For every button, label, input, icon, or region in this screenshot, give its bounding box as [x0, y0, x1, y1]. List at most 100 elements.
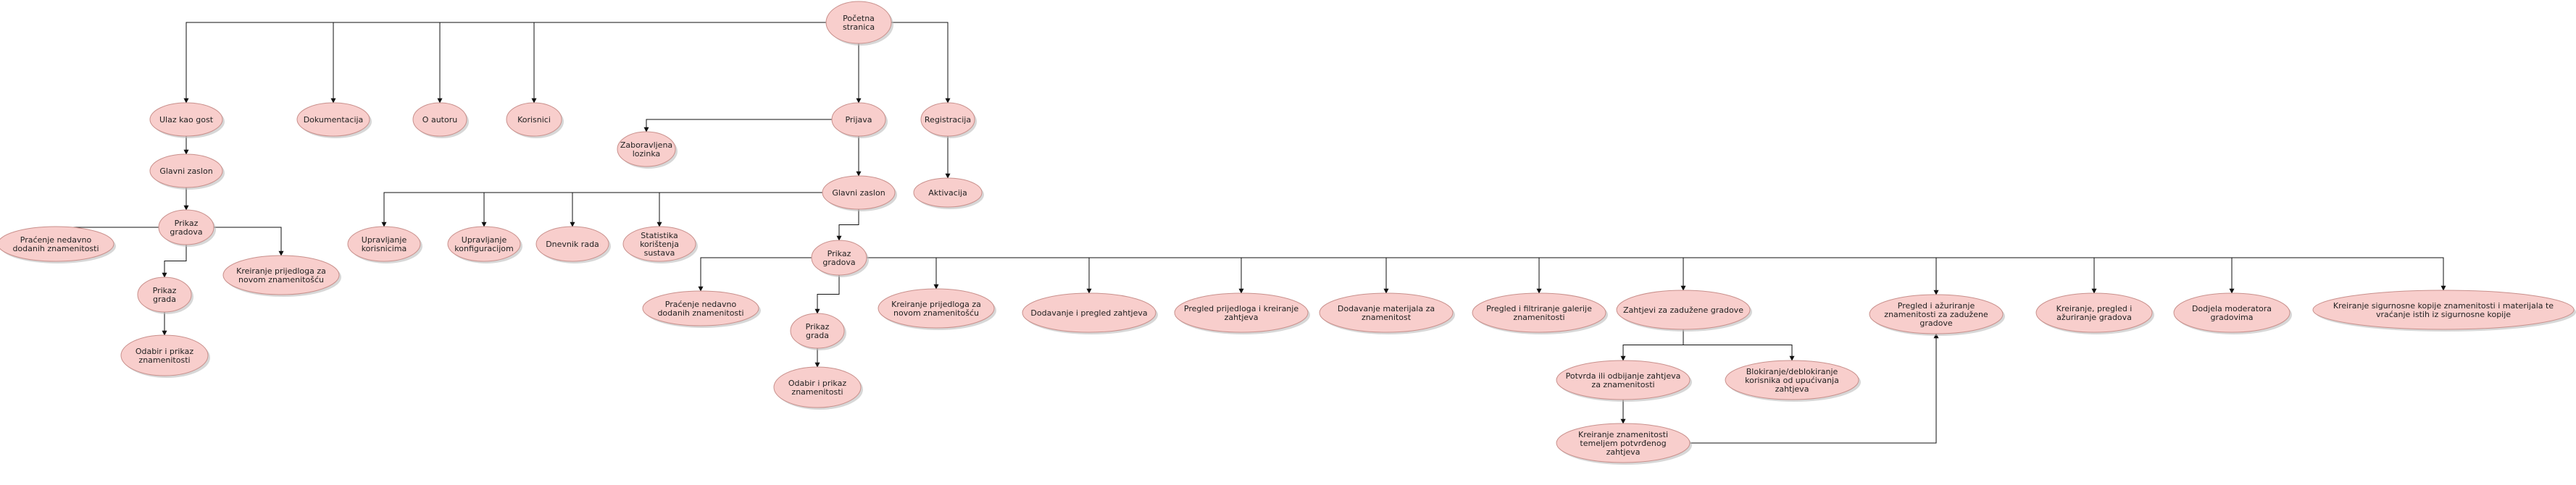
node-o-autoru: O autoru: [412, 102, 469, 138]
node-label: Praćenje nedavno: [665, 300, 737, 309]
node-korisnici: Korisnici: [506, 102, 564, 138]
node-galerija: Pregled i filtriranje galerijeznamenitos…: [1472, 292, 1608, 334]
node-ellipse: [831, 102, 886, 137]
node-ellipse: [822, 175, 896, 210]
edge-k_glavni-to-statistika: [656, 192, 822, 227]
node-label: za znamenitosti: [1591, 380, 1654, 389]
edge-k_glavni-to-k_prikaz_gradova: [836, 209, 859, 241]
node-ellipse: [1869, 294, 2004, 334]
node-label: grada: [806, 331, 829, 340]
node-aktivacija: Aktivacija: [913, 177, 984, 209]
edge-g_prikaz_gradova-to-g_kreiranje_prij: [214, 227, 284, 256]
node-label: gradova: [822, 258, 855, 267]
node-label: Upravljanje: [462, 235, 507, 245]
node-label: Glavni zaslon: [832, 188, 885, 198]
node-ellipse: [412, 102, 467, 137]
edge-zahtjevi_zaduzene-to-blokiranje: [1683, 329, 1795, 361]
node-ellipse: [296, 102, 370, 137]
node-ellipse: [149, 153, 223, 188]
node-label: O autoru: [422, 115, 457, 125]
node-ellipse: [2035, 292, 2153, 333]
edge-k_prikaz_gradova-to-pregled_azuriranje: [867, 257, 1939, 295]
node-ellipse: [222, 255, 340, 295]
node-ellipse: [1319, 292, 1454, 333]
node-label: stranica: [843, 22, 875, 32]
node-ellipse: [878, 288, 995, 329]
node-label: Prikaz: [153, 286, 177, 295]
node-ulaz-gost: Ulaz kao gost: [149, 102, 225, 138]
node-ellipse: [158, 209, 214, 245]
node-ellipse: [1472, 292, 1606, 333]
node-k-glavni: Glavni zaslon: [822, 175, 897, 211]
node-label: Kreiranje sigurnosne kopije znamenitosti…: [2333, 301, 2554, 311]
edge-kreiranje_znam-to-pregled_azuriranje: [1690, 333, 1939, 444]
node-label: Registracija: [925, 115, 971, 125]
node-dokumentacija: Dokumentacija: [296, 102, 372, 138]
node-ellipse: [913, 177, 983, 208]
node-label: Dnevnik rada: [546, 240, 599, 249]
edge-k_prikaz_gradova-to-dodjela: [867, 257, 2235, 294]
node-label: grada: [153, 295, 176, 304]
node-ellipse: [120, 334, 209, 376]
node-ellipse: [149, 102, 223, 137]
edge-k_prikaz_gradova-to-dodavanje_zahtjeva: [867, 257, 1092, 294]
node-ellipse: [622, 226, 696, 262]
edge-pocetna-to-dokumentacija: [330, 22, 826, 104]
node-label: zahtjeva: [1225, 313, 1259, 322]
node-ellipse: [642, 290, 759, 326]
node-label: Prikaz: [806, 322, 830, 332]
node-label: lozinka: [633, 149, 661, 159]
edge-k_prikaz_gradova-to-galerija: [867, 257, 1542, 294]
node-label: Dodavanje materijala za: [1338, 304, 1435, 313]
node-label: korisnicima: [362, 244, 407, 253]
edge-pocetna-to-ulaz_gost: [183, 22, 826, 104]
node-g-glavni: Glavni zaslon: [149, 153, 225, 190]
node-label: ažuriranje gradova: [2056, 313, 2132, 322]
node-ellipse: [535, 226, 609, 262]
node-ellipse: [617, 131, 676, 167]
node-ellipse: [1022, 292, 1156, 333]
node-label: dodanih znamenitosti: [657, 308, 743, 318]
node-ellipse: [920, 102, 975, 137]
node-label: Zahtjevi za zadužene gradove: [1623, 305, 1743, 315]
node-label: Praćenje nedavno: [20, 235, 92, 245]
node-registracija: Registracija: [920, 102, 977, 138]
node-ellipse: [1616, 290, 1751, 330]
node-label: znamenitosti: [791, 387, 843, 397]
node-ellipse: [773, 366, 862, 408]
node-dnevnik: Dnevnik rada: [535, 226, 611, 263]
node-ellipse: [825, 1, 892, 44]
node-label: Prikaz: [828, 249, 851, 258]
node-label: Dodjela moderatora: [2192, 304, 2272, 313]
node-label: temeljem potvrđenog: [1580, 439, 1666, 448]
node-label: zahtjeva: [1606, 447, 1641, 457]
node-ellipse: [347, 226, 421, 262]
node-label: konfiguracijom: [454, 244, 513, 253]
node-ellipse: [1174, 292, 1309, 333]
node-ellipse: [506, 102, 562, 137]
node-label: novom znamenitošću: [893, 308, 979, 318]
edge-prijava-to-zaboravljena: [643, 119, 832, 132]
node-label: Korisnici: [517, 115, 551, 125]
node-dodavanje-zahtjeva: Dodavanje i pregled zahtjeva: [1022, 292, 1158, 334]
node-sigurnosne: Kreiranje sigurnosne kopije znamenitosti…: [2312, 290, 2576, 332]
node-ellipse: [2312, 290, 2575, 330]
